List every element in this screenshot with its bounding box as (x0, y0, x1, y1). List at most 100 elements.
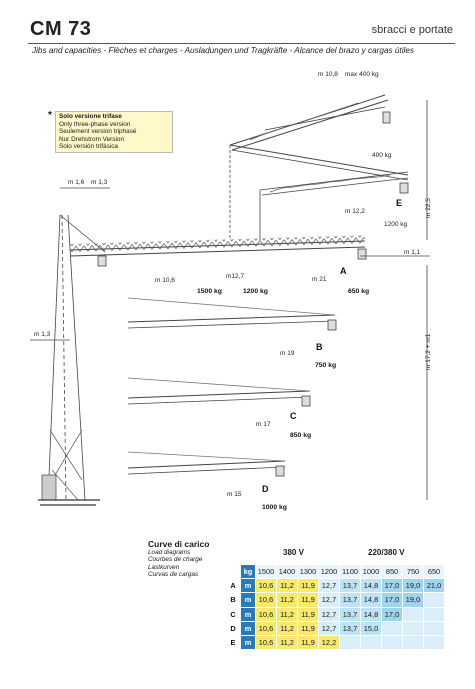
reach-cell: 17,0 (381, 606, 403, 622)
reach-cell: 11,9 (297, 634, 319, 651)
reach-cell (360, 634, 382, 651)
mast-line (67, 214, 86, 501)
load-1500-label: 1500 kg (197, 288, 222, 295)
reach-cell: 11,9 (297, 606, 319, 622)
curves-subtitle: Curvas de cargas (148, 571, 199, 579)
top-max-label: max 400 kg (345, 71, 379, 78)
unit-cell: m (240, 592, 256, 608)
a-load-label: 650 kg (348, 288, 369, 295)
reach-cell: 11,2 (276, 620, 298, 636)
reach-cell (423, 592, 445, 608)
reach-cell: 15,0 (360, 620, 382, 636)
reach-cell: 10,6 (255, 606, 277, 622)
reach-cell: 13,7 (339, 578, 361, 594)
reach-cell: 12,2 (318, 634, 340, 651)
load-header: 1100 (339, 563, 361, 580)
reach-cell: 17,0 (381, 578, 403, 594)
reach-127-label: m12,7 (226, 273, 244, 280)
e-load-label: 1200 kg (384, 221, 408, 228)
reach-cell (402, 620, 424, 636)
reach-106-label: m 10,6 (155, 277, 175, 284)
page-subtitle: sbracci e portate (371, 24, 453, 36)
voltage-380-label: 380 V (283, 548, 304, 557)
load-header: 1200 (318, 563, 340, 580)
row-letter: D (225, 620, 241, 636)
load-header: 750 (402, 563, 424, 580)
load-400-label: 400 kg (372, 152, 392, 159)
row-letter: E (225, 634, 241, 651)
reach-cell: 13,7 (339, 606, 361, 622)
note-line: Solo versione trifase (59, 113, 122, 120)
reach-cell: 14,8 (360, 592, 382, 608)
curves-subtitle: Lastkurven (148, 563, 180, 571)
offset-11-label: m 1,1 (404, 249, 421, 256)
side-offset-label: m 1,3 (34, 331, 51, 338)
table-row: C m 10,6 11,2 11,9 12,7 13,7 14,8 17,0 (225, 606, 445, 622)
jib-d-letter: D (262, 484, 269, 494)
reach-cell: 12,7 (318, 592, 340, 608)
jib-c-letter: C (290, 411, 297, 421)
reach-cell: 12,7 (318, 578, 340, 594)
reach-cell: 11,9 (297, 592, 319, 608)
b-load-label: 750 kg (315, 362, 336, 369)
reach-cell: 11,2 (276, 578, 298, 594)
reach-cell: 11,9 (297, 620, 319, 636)
jibs-caption: Jibs and capacities - Flèches et charges… (32, 46, 414, 55)
table-row: D m 10,6 11,2 11,9 12,7 13,7 15,0 (225, 620, 445, 636)
reach-cell: 10,6 (255, 592, 277, 608)
reach-cell: 11,9 (297, 578, 319, 594)
reach-cell: 14,8 (360, 606, 382, 622)
table-header-row: kg 1500 1400 1300 1200 1100 1000 850 750… (225, 563, 445, 580)
load-1200-label: 1200 kg (243, 288, 268, 295)
a-reach-label: m 21 (312, 276, 327, 283)
header-rule (28, 43, 455, 44)
page-title: CM 73 (30, 18, 92, 40)
load-header: 850 (381, 563, 403, 580)
reach-cell: 12,7 (318, 620, 340, 636)
reach-cell: 12,7 (318, 606, 340, 622)
load-header: 1300 (297, 563, 319, 580)
unit-cell: m (240, 634, 256, 651)
d-load-label: 1000 kg (262, 504, 287, 511)
reach-cell: 11,2 (276, 606, 298, 622)
reach-cell: 10,6 (255, 578, 277, 594)
note-line: Solo versión trifásica (59, 143, 118, 151)
reach-cell: 11,2 (276, 634, 298, 651)
reach-cell (339, 634, 361, 651)
reach-cell (423, 620, 445, 636)
reach-cell: 14,8 (360, 578, 382, 594)
top-reach-label: m 10,8 (318, 71, 338, 78)
table-row: B m 10,6 11,2 11,9 12,7 13,7 14,8 17,0 1… (225, 592, 445, 608)
load-header: 1400 (276, 563, 298, 580)
jib-e-letter: E (396, 198, 402, 208)
row-letter: B (225, 592, 241, 608)
height-225-label: m 22,5 (425, 198, 432, 218)
note-line: Seulement version triphasé (59, 128, 137, 136)
note-line: Only three-phase version (59, 120, 131, 128)
three-phase-note: * Solo versione trifase Only three-phase… (48, 111, 173, 153)
reach-cell: 21,0 (423, 578, 445, 594)
reach-cell: 19,0 (402, 592, 424, 608)
table-row: A m 10,6 11,2 11,9 12,7 13,7 14,8 17,0 1… (225, 578, 445, 594)
table-row: E m 10,6 11,2 11,9 12,2 (225, 634, 445, 651)
unit-cell: m (240, 620, 256, 636)
crane-diagram: m 10,8 max 400 kg 400 kg m 12,2 E 1200 k… (30, 71, 432, 511)
reach-cell (423, 634, 445, 651)
unit-cell: m (240, 578, 256, 594)
reach-cell: 13,7 (339, 620, 361, 636)
row-letter: C (225, 606, 241, 622)
curves-title: Curve di carico (148, 539, 210, 549)
b-reach-label: m 19 (280, 350, 295, 357)
voltage-220-380-label: 220/380 V (368, 548, 405, 557)
curves-subtitles: Load diagrams Courbes de charge Lastkurv… (148, 549, 202, 579)
mast-offset-label: m 1,3 (91, 179, 108, 186)
jib-a-letter: A (340, 266, 347, 276)
reach-cell: 10,6 (255, 620, 277, 636)
reach-cell: 17,0 (381, 592, 403, 608)
curves-subtitle: Load diagrams (148, 549, 191, 556)
c-reach-label: m 17 (256, 421, 271, 428)
reach-cell (381, 634, 403, 651)
d-reach-label: m 15 (227, 491, 242, 498)
reach-cell (381, 620, 403, 636)
reach-cell: 13,7 (339, 592, 361, 608)
